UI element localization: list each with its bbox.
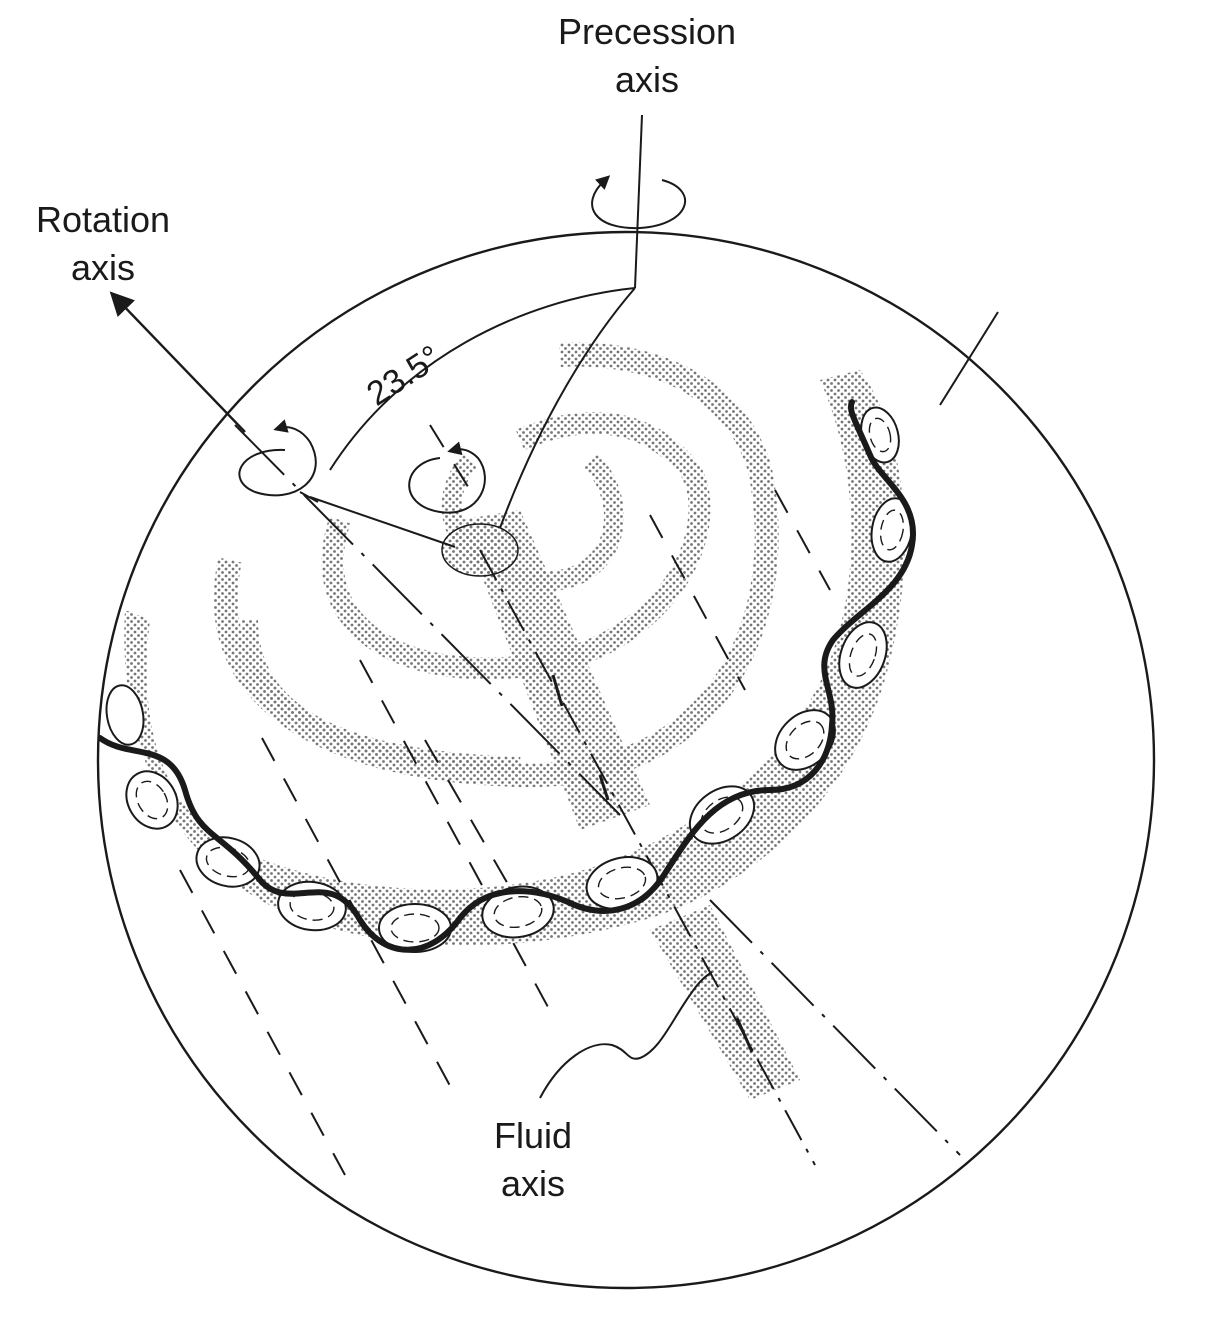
vortex-rings [213, 342, 779, 788]
fluid-axis-label: Fluid axis [470, 1112, 596, 1208]
rotation-label-line2: axis [70, 247, 136, 288]
fluid-spin-arrow [408, 441, 486, 514]
dashed-lines [179, 424, 831, 1176]
precession-label-line2: axis [614, 59, 680, 100]
fluid-label-line2: axis [500, 1163, 566, 1204]
precession-label-line1: Precession [557, 11, 737, 52]
rotation-label-line1: Rotation [35, 199, 171, 240]
column-ticks [551, 674, 754, 1053]
fluid-axis-line [479, 549, 816, 1166]
precession-axis-line [634, 114, 643, 289]
precession-rotation-arrow [591, 175, 687, 230]
vortex-ring-middle [321, 412, 711, 680]
rotation-axis-label: Rotation axis [18, 196, 188, 292]
vortex-ring-outer-inner-edge [242, 619, 521, 773]
right-tangent-line [939, 311, 999, 406]
lower-axis-line [709, 899, 961, 1156]
rotation-spin-arrow [238, 419, 317, 497]
wavy-boundary [98, 399, 917, 953]
sphere-outline [96, 230, 1156, 1290]
precession-axis-label: Precession axis [547, 8, 747, 104]
fluid-axis-column [441, 510, 800, 1100]
rotation-axis-line [109, 291, 246, 433]
fluid-axis-pointer [539, 971, 713, 1099]
fluid-label-line1: Fluid [493, 1115, 573, 1156]
angle-label: 23.5° [360, 338, 448, 413]
rotation-axis-inner [234, 424, 621, 816]
eddy-inner-dashes [135, 417, 905, 943]
pole-geometry [299, 287, 636, 548]
